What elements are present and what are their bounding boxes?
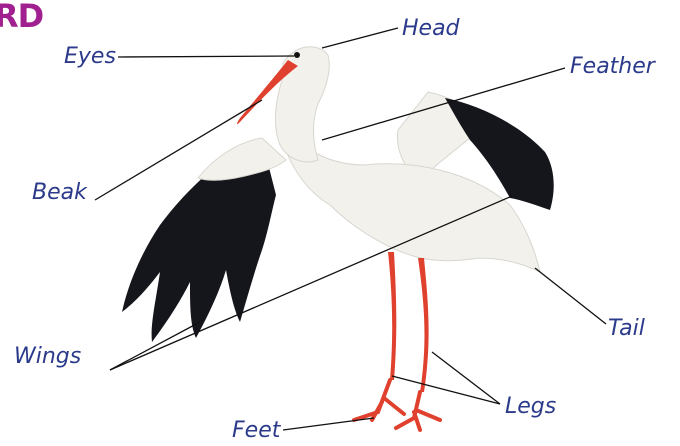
leader-feet bbox=[283, 418, 374, 430]
leader-legs-2 bbox=[432, 352, 500, 404]
label-legs: Legs bbox=[505, 394, 556, 420]
leader-legs-1 bbox=[392, 376, 500, 404]
leader-tail bbox=[535, 268, 606, 324]
stork-leg-back bbox=[418, 258, 429, 392]
diagram-title: RD bbox=[0, 0, 43, 32]
label-head: Head bbox=[402, 16, 460, 42]
leader-head bbox=[322, 28, 398, 48]
label-beak: Beak bbox=[32, 180, 87, 206]
label-eyes: Eyes bbox=[64, 44, 116, 70]
leader-eyes bbox=[118, 56, 294, 57]
label-feet: Feet bbox=[232, 418, 280, 444]
stork-neck-head bbox=[276, 47, 330, 162]
stork-leg-front bbox=[388, 252, 396, 380]
label-tail: Tail bbox=[608, 316, 645, 342]
left-wing-coverts bbox=[198, 138, 286, 180]
stork-eye bbox=[294, 52, 300, 58]
stork-foot-front bbox=[354, 380, 404, 420]
label-wings: Wings bbox=[14, 344, 81, 370]
label-feather: Feather bbox=[570, 54, 655, 80]
